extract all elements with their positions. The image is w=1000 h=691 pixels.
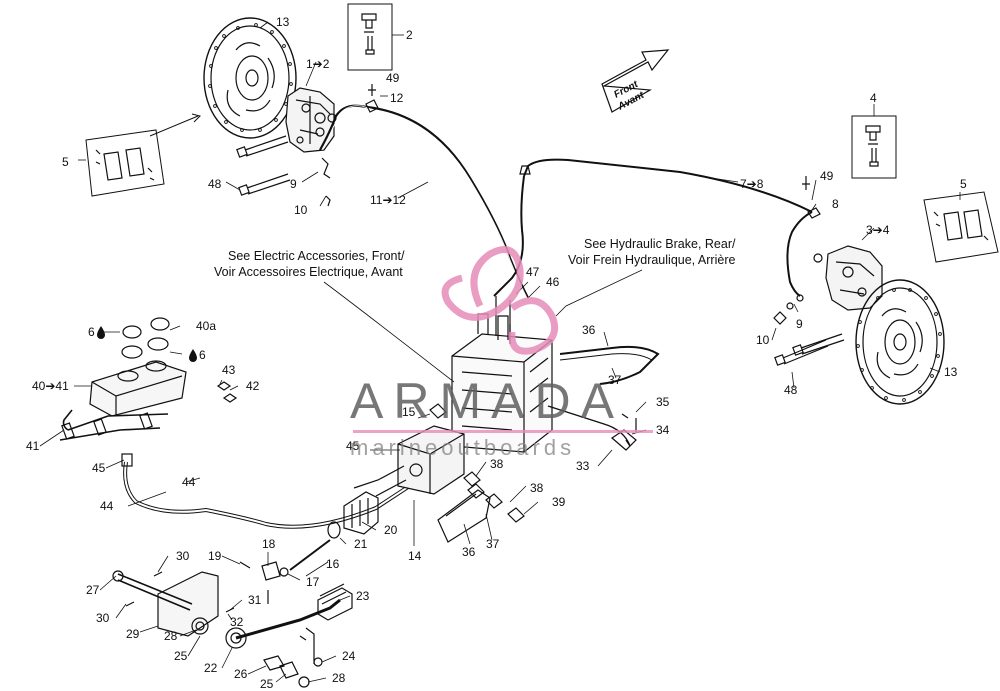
- callout-23: 23: [356, 589, 370, 603]
- callout-9b: 9: [796, 317, 803, 331]
- callout-42: 42: [246, 379, 260, 393]
- callout-20: 20: [384, 523, 398, 537]
- front-direction-arrow: [601, 49, 670, 113]
- brake-caliper-left: [285, 87, 335, 153]
- callout-26: 26: [234, 667, 248, 681]
- callout-1to2: 1➔2: [306, 57, 330, 71]
- callout-41: 41: [26, 439, 40, 453]
- callout-30a: 30: [176, 549, 190, 563]
- bolts-48-right: [774, 333, 845, 366]
- master-cylinder: [353, 403, 465, 497]
- callout-39: 39: [552, 495, 566, 509]
- bleeder-box-left: [347, 3, 393, 71]
- callout-40to41: 40➔41: [32, 379, 69, 393]
- brake-disc-left: [203, 17, 297, 139]
- callout-24: 24: [342, 649, 356, 663]
- pad-box-left: [85, 129, 165, 197]
- callout-37b: 37: [486, 537, 500, 551]
- electric-note-line1: See Electric Accessories, Front/: [228, 249, 405, 263]
- callout-30b: 30: [96, 611, 110, 625]
- callout-46: 46: [546, 275, 560, 289]
- callout-14: 14: [408, 549, 422, 563]
- callout-12: 12: [390, 91, 404, 105]
- master-cylinder-reservoir: [89, 317, 187, 417]
- callout-9a: 9: [290, 177, 297, 191]
- callout-28b: 28: [332, 671, 346, 685]
- callout-21: 21: [354, 537, 368, 551]
- callout-37a: 37: [608, 373, 622, 387]
- callout-40a: 40a: [196, 319, 216, 333]
- callout-5b: 5: [960, 177, 967, 191]
- callout-34: 34: [656, 423, 670, 437]
- hydraulic-note-line1: See Hydraulic Brake, Rear/: [584, 237, 736, 251]
- callout-33: 33: [576, 459, 590, 473]
- callout-4: 4: [870, 91, 877, 105]
- callout-48a: 48: [208, 177, 222, 191]
- callout-7to8: 7➔8: [740, 177, 764, 191]
- callout-43: 43: [222, 363, 236, 377]
- hydraulic-note-line2: Voir Frein Hydraulique, Arrière: [568, 253, 735, 267]
- pad-box-right: [923, 191, 999, 263]
- callout-36a: 36: [582, 323, 596, 337]
- callout-13a: 13: [276, 15, 290, 29]
- callout-27: 27: [86, 583, 100, 597]
- callout-45b: 45: [92, 461, 106, 475]
- callout-48b: 48: [784, 383, 798, 397]
- callout-44b: 44: [100, 499, 114, 513]
- callout-25a: 25: [174, 649, 188, 663]
- brake-caliper-right: [813, 245, 883, 311]
- callout-32: 32: [230, 615, 244, 629]
- callout-49b: 49: [820, 169, 834, 183]
- watermark-brand: ARMADA: [350, 373, 624, 429]
- bolts-48-left: [236, 135, 291, 196]
- callout-10a: 10: [294, 203, 308, 217]
- callout-38b: 38: [530, 481, 544, 495]
- electric-note-line2: Voir Accessoires Electrique, Avant: [214, 265, 403, 279]
- callout-35: 35: [656, 395, 670, 409]
- callout-3to4: 3➔4: [866, 223, 890, 237]
- callout-28a: 28: [164, 629, 178, 643]
- callout-45a: 45: [346, 439, 360, 453]
- callout-11to12: 11➔12: [370, 193, 406, 207]
- callout-47: 47: [526, 265, 540, 279]
- callout-8: 8: [832, 197, 839, 211]
- brake-disc-right: [855, 279, 945, 405]
- brake-pedal-assembly: [112, 570, 353, 688]
- callout-6b: 6: [199, 348, 206, 362]
- callout-15: 15: [402, 405, 416, 419]
- callout-6a: 6: [88, 325, 95, 339]
- callout-29: 29: [126, 627, 140, 641]
- callout-18: 18: [262, 537, 276, 551]
- callout-2: 2: [406, 28, 413, 42]
- watermark-logo-graphic: [441, 246, 559, 355]
- callout-38a: 38: [490, 457, 504, 471]
- watermark-subtitle: marineoutboards: [350, 435, 576, 460]
- callout-17: 17: [306, 575, 320, 589]
- callout-19: 19: [208, 549, 222, 563]
- callout-22: 22: [204, 661, 218, 675]
- callout-36b: 36: [462, 545, 476, 559]
- callout-13b: 13: [944, 365, 958, 379]
- callout-31: 31: [248, 593, 262, 607]
- callout-44a: 44: [182, 475, 196, 489]
- callout-10b: 10: [756, 333, 770, 347]
- callout-5a: 5: [62, 155, 69, 169]
- callout-25b: 25: [260, 677, 274, 691]
- bleeder-box-right: [851, 115, 897, 179]
- callout-49a: 49: [386, 71, 400, 85]
- callout-16: 16: [326, 557, 340, 571]
- watermark-divider: [353, 430, 653, 433]
